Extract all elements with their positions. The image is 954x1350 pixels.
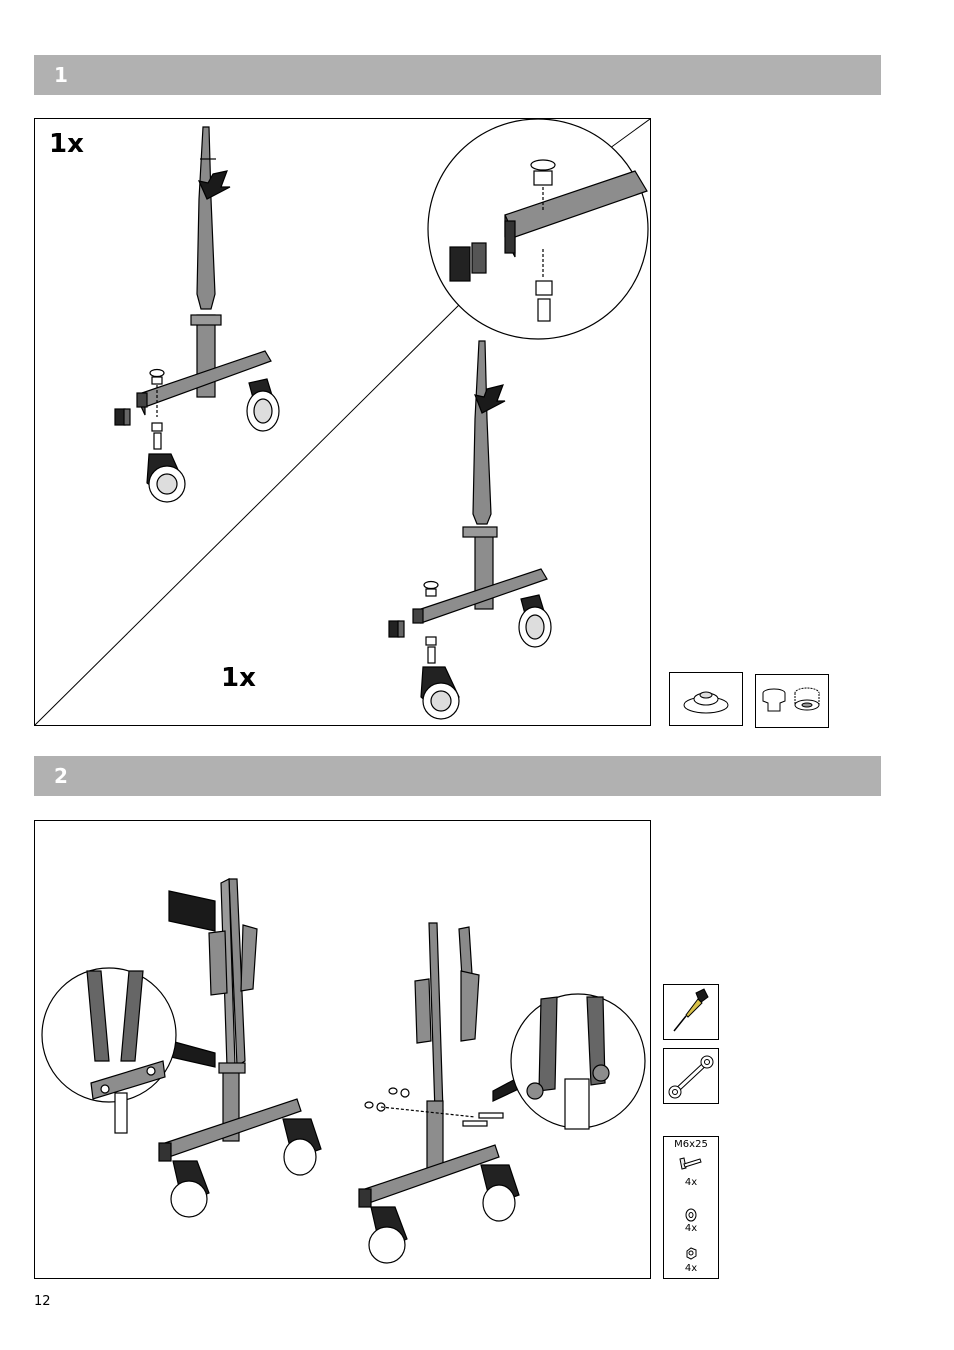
quantity-label-top: 1x (49, 129, 84, 159)
stand-assembly-left (115, 127, 279, 502)
part-box-bushings (755, 674, 829, 728)
quantity-label-bottom: 1x (221, 663, 256, 693)
stand-assembly-right (389, 341, 551, 719)
step-2-illustration-panel (34, 820, 651, 1279)
step-2-header: 2 (34, 756, 881, 796)
wrench-icon (664, 1049, 718, 1103)
step-1-number: 1 (54, 63, 68, 87)
step-1-illustration-panel: 1x 1x (34, 118, 651, 726)
stand-with-hardware-right (359, 923, 523, 1263)
tool-box-wrench (663, 1048, 719, 1104)
nut-quantity: 4x (665, 1263, 717, 1274)
step-1-drawing (35, 119, 650, 725)
detail-circle-right (511, 994, 645, 1129)
washer-quantity: 4x (665, 1223, 717, 1234)
washer-icon (686, 1209, 696, 1221)
detail-circle-left (42, 968, 176, 1133)
step-2-number: 2 (54, 764, 68, 788)
hardware-drawing (664, 1137, 718, 1278)
detail-zoom-circle (428, 119, 648, 339)
step-2-drawing (35, 821, 650, 1278)
bolt-icon (680, 1158, 701, 1169)
part-box-glide (669, 672, 743, 726)
step-1-header: 1 (34, 55, 881, 95)
hardware-box: M6x25 4x 4x 4x (663, 1136, 719, 1279)
folded-stand-left (159, 879, 321, 1217)
foot-glide-icon (670, 673, 742, 725)
bushing-pair-icon (756, 675, 828, 727)
screwdriver-icon (664, 985, 718, 1039)
nut-icon (687, 1248, 696, 1259)
tool-box-screwdriver (663, 984, 719, 1040)
page-number: 12 (34, 1294, 51, 1309)
bolt-quantity: 4x (665, 1177, 717, 1188)
